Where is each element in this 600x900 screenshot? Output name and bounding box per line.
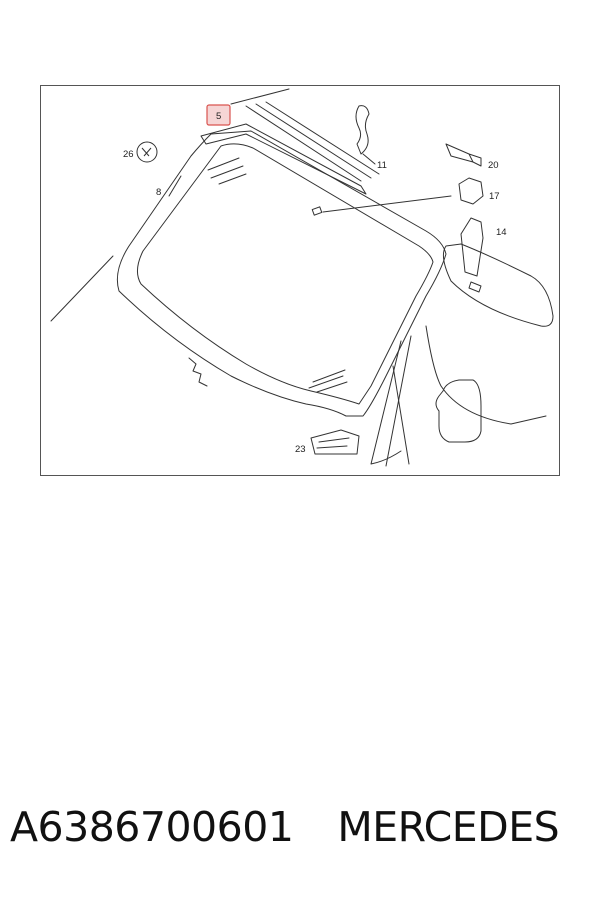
product-caption: A6386700601 MERCEDES [10,803,590,863]
nut-part-26 [136,141,158,163]
mirror-housing [442,243,554,327]
windshield-cut-edge [188,357,208,387]
a-pillar [370,325,547,467]
mounting-bracket-part [310,429,360,455]
windshield-top-trim [200,123,367,195]
windshield-exploded-diagram: 5 26 8 11 20 17 14 23 [50,88,554,467]
reflection-marks-top [207,157,247,185]
leader-8 [168,175,182,197]
roof-edge-line [50,255,114,322]
leader-17 [322,195,452,213]
side-mirror [435,379,482,443]
mirror-mount [460,217,484,277]
highlight-box-5 [206,104,231,126]
rain-sensor-pad [311,206,323,216]
leader-11 [362,153,376,165]
callout-14: 14 [496,227,507,238]
brand-name: MERCEDES [337,803,560,851]
parts-diagram-frame: 5 26 8 11 20 17 14 23 [40,85,560,476]
callout-5: 5 [216,111,221,122]
callout-11: 11 [377,160,387,171]
pillar-line [392,365,410,465]
callout-8: 8 [156,187,161,198]
callout-23: 23 [295,444,306,455]
windshield-glass-outer [116,130,447,417]
roof-strip [230,88,380,182]
part-number: A6386700601 [10,803,294,851]
sensor-cover-part [458,177,484,205]
windshield-glass-inner [137,143,434,405]
callout-20: 20 [488,160,499,171]
mirror-clip [468,281,482,293]
callout-26: 26 [123,149,134,160]
trim-clip-part [355,105,370,155]
reflection-marks-bottom [308,369,348,393]
adhesive-tube-part [445,143,482,167]
callout-17: 17 [489,191,500,202]
